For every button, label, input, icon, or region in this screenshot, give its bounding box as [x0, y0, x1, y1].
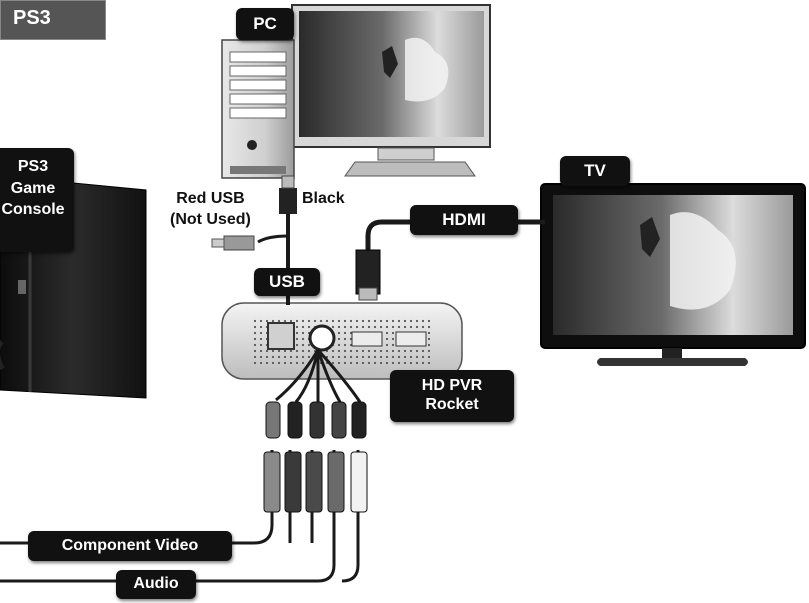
red-usb-label: Red USB (Not Used) — [170, 190, 251, 230]
red-usb-label-line-2: (Not Used) — [170, 211, 251, 229]
rca-plug-top-4 — [331, 401, 347, 439]
rca-plug-top-2 — [287, 401, 303, 439]
audio-label: Audio — [116, 570, 196, 599]
rca-plug-bottom-2 — [284, 451, 302, 513]
cables — [0, 200, 545, 583]
hd-pvr-rocket-label-line-2: Rocket — [425, 396, 479, 414]
usb-label-text: USB — [269, 272, 305, 291]
pc-label: PC — [236, 8, 294, 40]
pc-monitor — [291, 4, 491, 177]
rca-connectors — [263, 401, 368, 513]
tv — [540, 183, 806, 366]
rca-plug-bottom-5 — [350, 451, 368, 513]
component-video-label: Component Video — [28, 531, 232, 561]
pc-label-text: PC — [253, 14, 277, 33]
hd-pvr-rocket-device — [221, 302, 463, 380]
hd-pvr-rocket-label: HD PVR Rocket — [390, 370, 514, 422]
black-usb-label: Black — [302, 190, 345, 208]
component-video-label-text: Component Video — [61, 537, 199, 554]
tv-label-text: TV — [584, 161, 606, 180]
audio-label-text: Audio — [133, 575, 179, 592]
ps3-console-label: PS3 Game Console — [0, 148, 74, 252]
rca-plug-bottom-3 — [305, 451, 323, 513]
rca-plug-top-1 — [265, 401, 281, 439]
red-usb-label-line-1: Red USB — [176, 190, 245, 207]
pc-tower — [221, 39, 295, 179]
ps3-console-label-line-1: PS3 — [17, 158, 49, 175]
header-badge: PS3 — [0, 0, 106, 40]
tv-label: TV — [560, 156, 630, 186]
rca-plug-bottom-1 — [263, 451, 281, 513]
hd-pvr-rocket-label-line-1: HD PVR — [421, 377, 483, 394]
rca-plug-top-3 — [309, 401, 325, 439]
usb-plug — [279, 175, 297, 214]
hdmi-plug — [355, 249, 381, 301]
black-usb-label-text: Black — [302, 190, 345, 207]
hdmi-label: HDMI — [410, 205, 518, 235]
ps3-console-label-line-2: Game — [10, 179, 56, 197]
red-usb-plug — [211, 235, 255, 251]
rca-plug-bottom-4 — [327, 451, 345, 513]
usb-label: USB — [254, 268, 320, 296]
header-title: PS3 — [13, 7, 51, 29]
rca-plug-top-5 — [351, 401, 367, 439]
hdmi-label-text: HDMI — [442, 210, 486, 229]
ps3-console-label-line-3: Console — [1, 201, 65, 219]
